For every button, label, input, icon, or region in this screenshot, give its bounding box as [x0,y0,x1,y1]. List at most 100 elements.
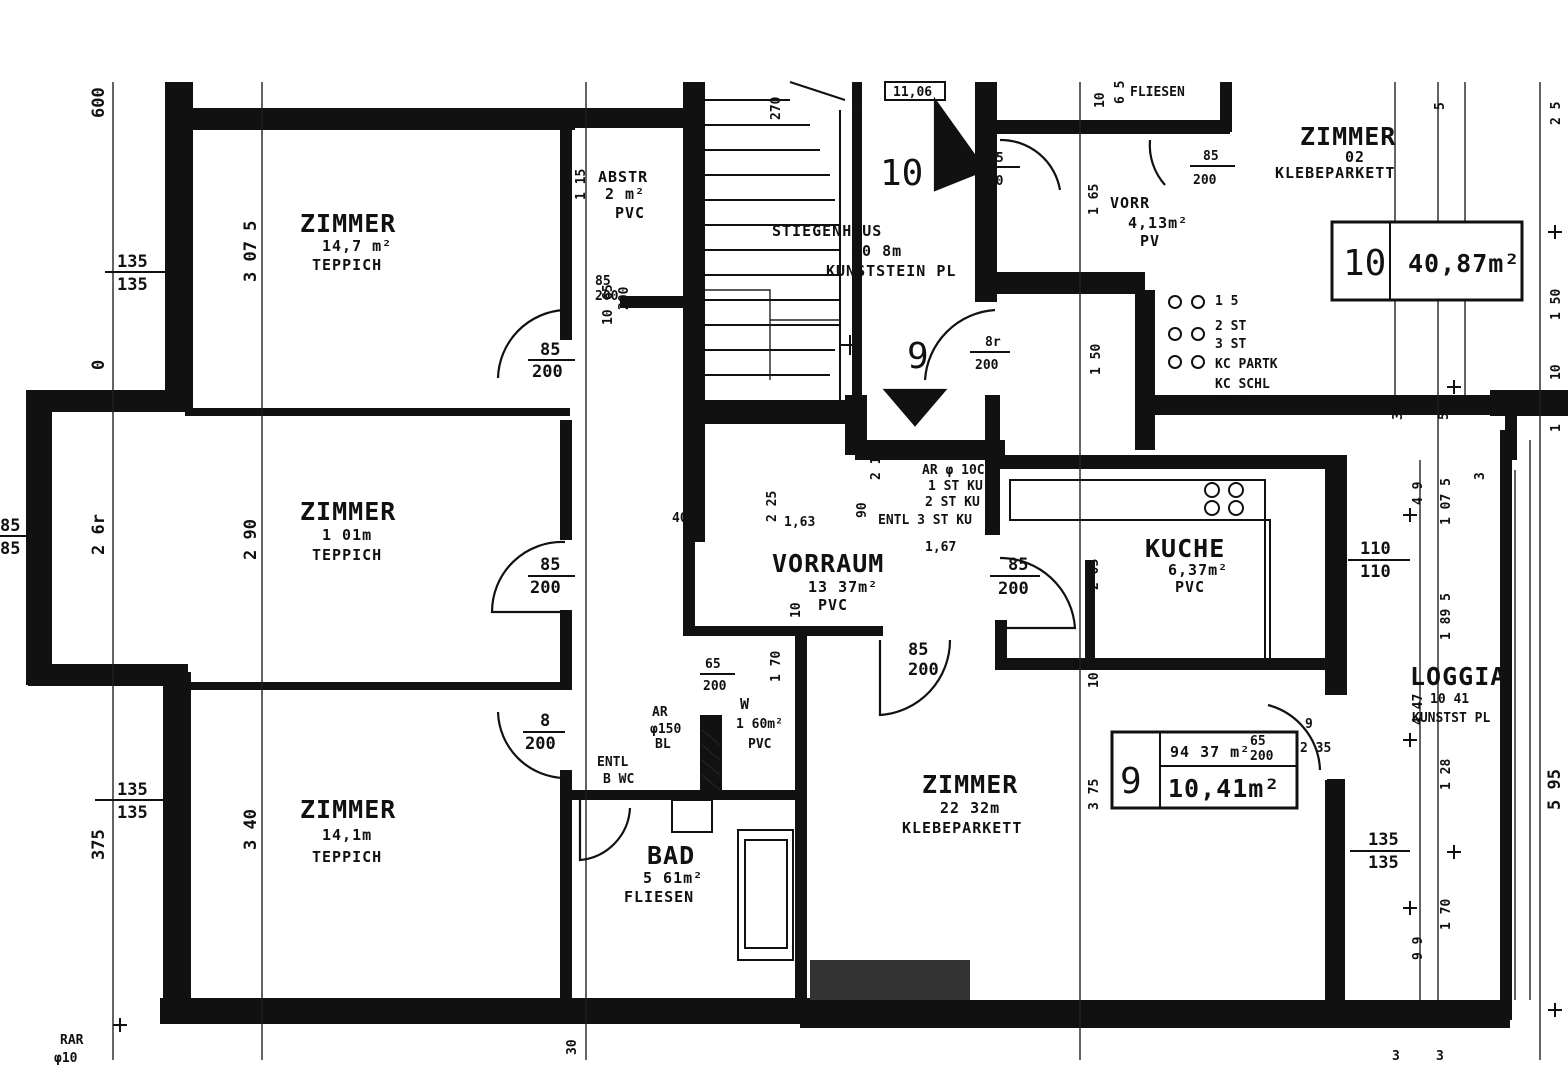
door-label-9: 9 [907,336,929,377]
window-dim: 110 110 [1348,539,1410,582]
room-name: VORR [1110,194,1150,212]
wall-zimmer-top-south [1150,395,1520,415]
dim: 2 5 [1549,102,1564,125]
wall-room1-room2 [185,408,570,416]
stove-ring [1204,500,1220,516]
wall-bad-north [565,790,805,800]
entry-arrow-9 [882,388,948,427]
door-swing-vorr [999,138,1062,191]
stair-marker-box [884,81,946,101]
wall-vorr-west [975,82,997,302]
door-swing-kuche [999,556,1077,630]
door-dim: 85 200 [1190,149,1235,188]
room-name: KUCHE [1145,534,1225,563]
door-swing-zimmer-big [878,639,952,717]
room-wc: W 1 60m² PVC [736,695,783,752]
wall-north-room1 [165,108,575,130]
dim: 3 [1436,1049,1444,1064]
wall-east-top [1490,390,1568,416]
room-area: 10 41 [1430,692,1469,707]
schacht-socket [1191,327,1205,341]
dim: 3 [1473,472,1488,480]
room-zimmer-1: ZIMMER 14,7 m² TEPPICH [300,209,395,274]
door-dim: 85 200 [595,274,619,304]
room-name: ZIMMER [1300,122,1396,151]
unit10-number: 10 [1343,243,1386,284]
dim: 1,63 [784,515,815,530]
door-width: 65 [1250,734,1266,749]
dim: 200 [617,286,632,310]
window-width: 135 [1368,830,1399,850]
dim: 30 [565,1039,580,1055]
room-floor: KUNSTSTEIN PL [826,262,956,280]
dim: 2 25 [765,491,780,522]
dim: 2 1 [869,456,884,480]
room-area: 2 m² [605,185,645,203]
window-width: 135 [117,252,148,272]
door-dim: 65 200 [1250,734,1274,764]
dim: 3 [1392,1049,1400,1064]
door-height: 200 [980,174,1004,189]
bathtub-inner [744,839,788,949]
window-width: 85 [0,516,20,536]
unit-10-box: 10 40,87m² [1330,220,1524,302]
wall-stair-south [700,400,850,424]
room-name: BAD [647,841,695,870]
wall-room2-east-a [560,420,572,540]
room-name: VORRAUM [772,549,884,578]
window-frame-room1 [167,209,187,341]
kitchen-counter [1009,479,1266,521]
walls [26,82,1568,1028]
door-swing-loggia [1267,703,1322,771]
dim: 1 70 [769,651,784,682]
window-height: 135 [117,275,148,295]
room-floor: TEPPICH [312,256,382,274]
wall-schacht [1135,290,1155,450]
unit-9-box: 9 94 37 m² 10,41m² [1110,730,1299,810]
window-dimensions: 135 135 135 135 85 85 110 110 135 135 [0,252,1410,873]
window-frame-loggia-2 [1327,779,1345,931]
room-loggia: LOGGIA 10 41 KUNSTST PL [1410,662,1506,726]
window-frame-room3 [167,739,187,871]
room-floor: PV [1140,232,1160,250]
window-dim: 85 85 [0,516,30,559]
door-width: 8r [985,335,1001,350]
room-area: 6,37m² [1168,561,1228,579]
room-abstr: ABSTR 2 m² PVC [598,168,647,222]
door-width: 85 [540,555,560,575]
door-height: 200 [1193,173,1217,188]
door-swing-room2 [490,540,566,614]
bad-shaft [701,721,721,793]
door-height: 200 [998,579,1029,599]
entry-arrow-10 [933,96,987,192]
door-width: 65 [705,657,721,672]
wall-wc-shaft [700,715,722,793]
dim: 1 [1549,424,1564,432]
door-width: 85 [595,274,611,289]
stair [705,81,846,400]
dim: 50 [1437,404,1452,420]
door-height: 200 [532,362,563,382]
door-width: 8 [540,711,550,731]
room-name: ZIMMER [300,497,396,526]
stove-ring [1228,500,1244,516]
room-area: 02 [1345,148,1365,166]
wall-south-left [160,998,810,1024]
dim: 600 [89,87,109,118]
wall-loggia-east [1500,430,1512,1020]
window-frame-loggia-1 [1327,509,1345,661]
door-dim: 8r 200 [970,335,1010,373]
unit9-number: 9 [1120,761,1142,802]
wall-kitchen-east [1325,455,1347,695]
stair-top-marker: 11,06 [893,85,932,100]
riser-note: ENTL 3 ST KU [878,513,972,528]
bathtub [737,829,794,961]
kitchen-counter-side [1264,519,1271,661]
door-width: 85 [1203,149,1219,164]
dim: 270 [769,96,784,120]
room-zimmer-top: ZIMMER 02 KLEBEPARKETT [1275,122,1396,182]
wall-vorraum-west [683,535,695,635]
room-name: LOGGIA [1410,662,1506,691]
wash-basin [671,799,713,833]
